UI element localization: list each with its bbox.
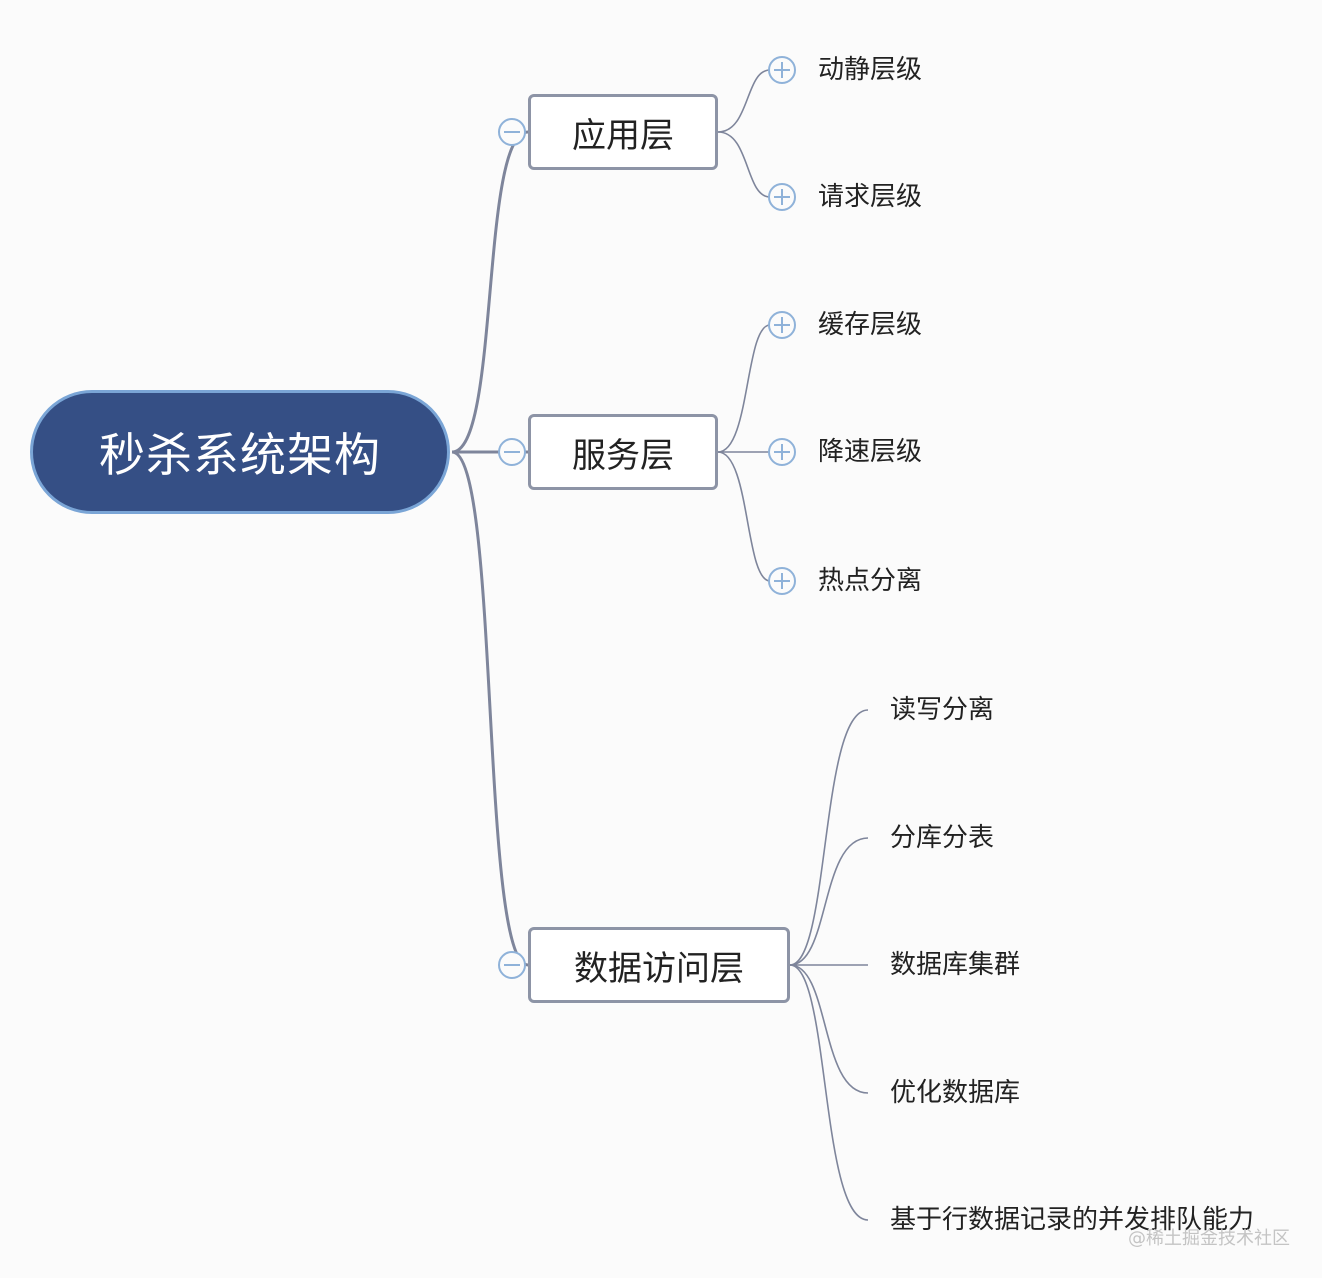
topic-label: 服务层	[572, 435, 674, 476]
link-data-child-1	[789, 709, 869, 966]
subtopic[interactable]: 分库分表	[890, 823, 995, 853]
link-svc-child-3	[717, 451, 771, 582]
topic-service-layer[interactable]: 服务层	[528, 414, 718, 490]
subtopic[interactable]: 请求层级	[818, 182, 923, 212]
subtopic[interactable]: 缓存层级	[818, 310, 923, 340]
subtopic[interactable]: 数据库集群	[890, 950, 1021, 980]
subtopic[interactable]: 降速层级	[818, 437, 923, 467]
link-svc-child-1	[717, 324, 771, 453]
link-root-data-access	[451, 450, 529, 967]
expand-icon[interactable]	[768, 183, 796, 211]
subtopic[interactable]: 基于行数据记录的并发排队能力	[890, 1205, 1255, 1235]
subtopic[interactable]: 动静层级	[818, 55, 923, 85]
expand-icon[interactable]	[768, 438, 796, 466]
expand-icon[interactable]	[768, 56, 796, 84]
link-root-application	[451, 130, 529, 454]
collapse-icon[interactable]	[498, 118, 526, 146]
link-app-child-1	[717, 69, 771, 133]
link-data-child-4	[789, 964, 869, 1094]
topic-application-layer[interactable]: 应用层	[528, 94, 718, 170]
expand-icon[interactable]	[768, 311, 796, 339]
topic-data-access-layer[interactable]: 数据访问层	[528, 927, 790, 1003]
collapse-icon[interactable]	[498, 951, 526, 979]
watermark: @稀土掘金技术社区	[1128, 1228, 1290, 1249]
subtopic[interactable]: 优化数据库	[890, 1078, 1021, 1108]
link-data-child-2	[789, 837, 869, 966]
collapse-icon[interactable]	[498, 438, 526, 466]
expand-icon[interactable]	[768, 567, 796, 595]
root-topic-label: 秒杀系统架构	[99, 428, 381, 482]
root-topic[interactable]: 秒杀系统架构	[30, 390, 450, 514]
topic-label: 应用层	[572, 115, 674, 156]
link-data-child-5	[789, 964, 869, 1221]
subtopic[interactable]: 读写分离	[890, 695, 995, 725]
topic-label: 数据访问层	[574, 948, 744, 989]
link-app-child-2	[717, 131, 771, 198]
subtopic[interactable]: 热点分离	[818, 566, 923, 596]
